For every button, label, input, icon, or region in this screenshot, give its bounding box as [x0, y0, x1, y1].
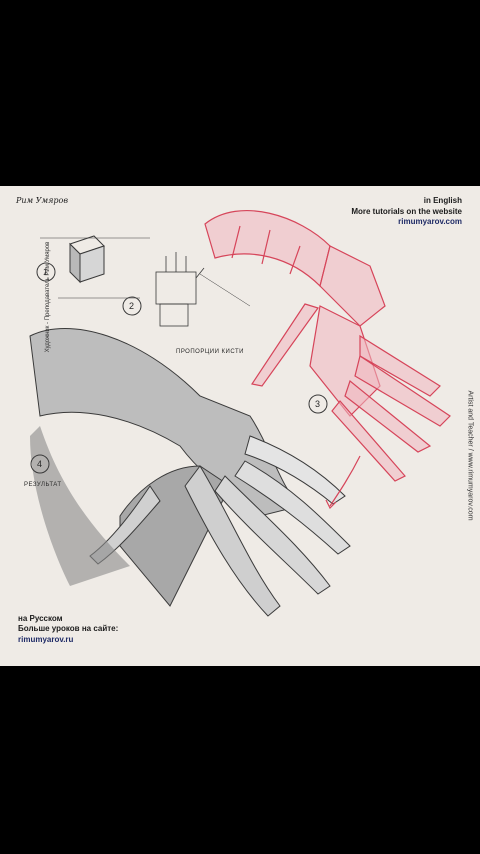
result-label: РЕЗУЛЬТАТ — [24, 482, 62, 488]
russian-site-link[interactable]: rimumyarov.ru — [18, 635, 74, 644]
proportion-sketch — [155, 252, 251, 327]
english-site-link[interactable]: rimumyarov.com — [398, 217, 462, 226]
sketch-drawing — [29, 210, 451, 617]
step-3-label: 3 — [315, 399, 321, 409]
red-arrow — [329, 455, 361, 507]
step-1-label: 1 — [43, 267, 49, 277]
vertical-text-left: Художник - Преподаватель Рим Умяров — [45, 241, 51, 353]
red-block-hand — [204, 210, 451, 482]
english-subtitle: More tutorials on the website — [351, 207, 462, 216]
russian-subtitle: Больше уроков на сайте: — [18, 624, 119, 633]
russian-title: на Русском — [18, 614, 63, 623]
step-4-label: 4 — [37, 459, 43, 469]
hand-anatomy-artwork[interactable]: 1 2 3 4 ПРОПОРЦИИ КИСТИ РЕЗУЛЬТАТ Рим Ум… — [0, 186, 480, 666]
pencil-hand — [29, 328, 351, 617]
cube-sketch — [40, 235, 150, 299]
step-2-label: 2 — [129, 301, 135, 311]
step-circles — [30, 262, 328, 474]
signature-top-left: Рим Умяров — [16, 196, 69, 205]
proportions-label: ПРОПОРЦИИ КИСТИ — [176, 349, 244, 355]
english-title: in English — [423, 196, 462, 205]
vertical-text-right: Artist and Teacher / www.rimumyarov.com — [466, 390, 474, 521]
